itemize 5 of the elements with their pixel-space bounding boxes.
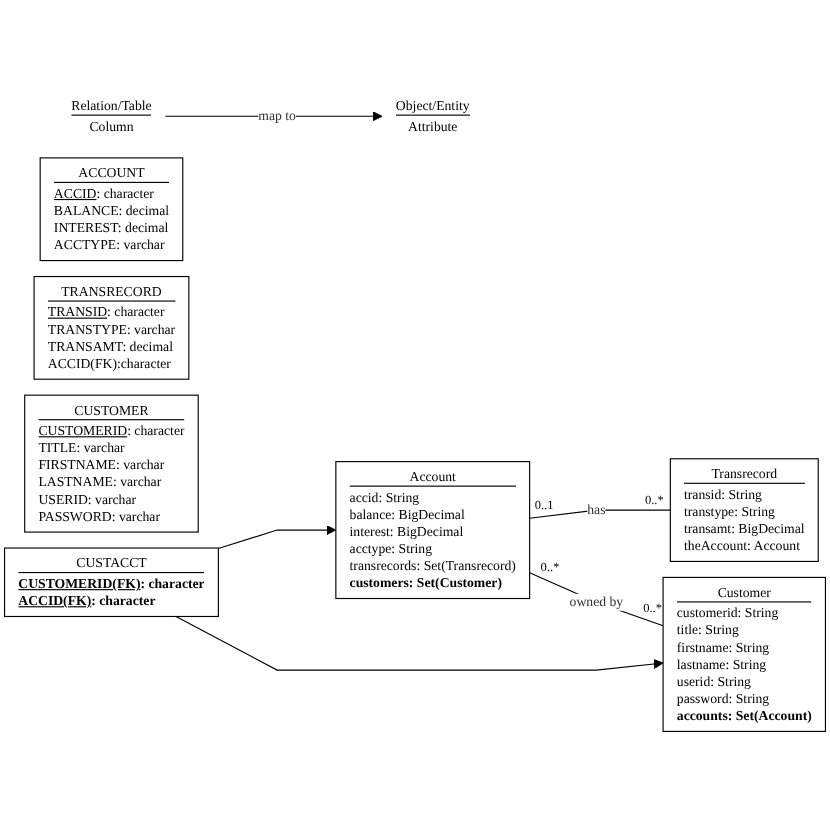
connector: [529, 572, 664, 627]
arrow: [175, 615, 664, 671]
connector: [529, 509, 671, 519]
arrow: [164, 111, 383, 122]
arrow: [217, 525, 337, 550]
